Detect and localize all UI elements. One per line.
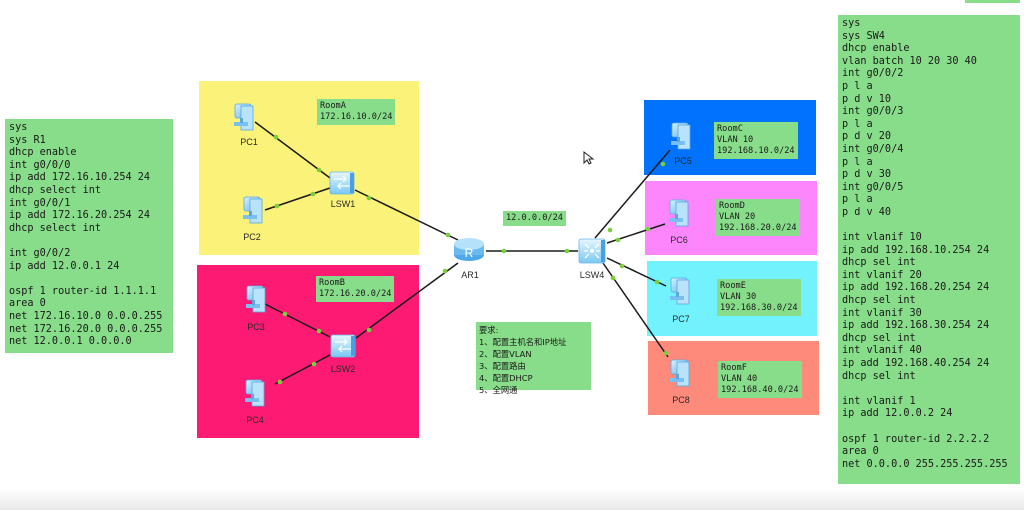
- link-lsw2-ar1: [355, 262, 459, 339]
- config-line: dhcp sel int: [842, 332, 916, 344]
- pc7-label: PC7: [672, 314, 690, 324]
- config-line: int vlanif 1: [842, 395, 916, 407]
- config-line: ip add 172.16.10.254 24: [9, 172, 151, 184]
- config-line: ospf 1 router-id 2.2.2.2: [842, 433, 990, 445]
- config-line: int g0/0/4: [842, 143, 904, 155]
- config-line: p l a: [842, 156, 873, 168]
- pc1-icon: [233, 103, 254, 131]
- config-line: int vlanif 40: [842, 345, 922, 357]
- config-line: area 0: [842, 446, 879, 458]
- config-line: p l a: [842, 80, 873, 92]
- config-line: ip add 192.168.10.254 24: [842, 244, 990, 256]
- config-line: int g0/0/2: [9, 247, 71, 259]
- pc3-icon: [245, 285, 266, 313]
- svg-text:R: R: [465, 246, 474, 260]
- link-lsw1-ar1: [354, 189, 459, 241]
- pc4-label: PC4: [246, 415, 264, 425]
- config-line: int g0/0/0: [9, 159, 71, 171]
- config-line: int g0/0/2: [842, 68, 904, 80]
- config-line: p d v 40: [842, 206, 892, 218]
- config-line: p d v 10: [842, 93, 892, 105]
- pc6-label: PC6: [670, 235, 688, 245]
- lsw4-label: LSW4: [579, 270, 605, 280]
- config-line: ip add 192.168.30.254 24: [842, 320, 990, 332]
- config-line: sys R1: [9, 134, 46, 146]
- top-edge-panel: [965, 0, 1020, 3]
- config-line: int g0/0/1: [9, 197, 71, 209]
- link-subnet-label: 12.0.0.0/24: [503, 211, 566, 226]
- pc7-icon: [669, 277, 690, 305]
- config-line: sys: [842, 18, 861, 29]
- lsw1-switch-icon: [329, 171, 355, 195]
- config-line: sys: [9, 122, 28, 133]
- config-line: p d v 20: [842, 131, 892, 143]
- room-b-label: RoomB 172.16.20.0/24: [316, 276, 395, 302]
- config-line: int g0/0/3: [842, 106, 904, 118]
- lsw1-label: LSW1: [330, 199, 356, 209]
- config-line: net 172.16.10.0 0.0.0.255: [9, 310, 163, 322]
- config-line: int vlanif 10: [842, 232, 922, 244]
- room-a-label: RoomA 172.16.10.0/24: [317, 99, 396, 125]
- config-line: net 0.0.0.0 255.255.255.255: [842, 458, 1008, 470]
- config-line: dhcp select int: [9, 184, 102, 196]
- ar1-label: AR1: [461, 270, 479, 280]
- pc5-icon: [670, 122, 691, 150]
- mouse-cursor-icon: [583, 150, 595, 165]
- config-line: dhcp enable: [842, 43, 910, 55]
- ar1-router-icon: R: [454, 238, 484, 261]
- port-indicators: [273, 134, 669, 385]
- config-line: dhcp enable: [9, 147, 77, 159]
- pc3-label: PC3: [247, 322, 265, 332]
- config-line: dhcp sel int: [842, 295, 916, 307]
- config-line: ip add 172.16.20.254 24: [9, 210, 151, 222]
- pc8-icon: [669, 359, 690, 387]
- link-pc2-lsw1: [264, 187, 331, 211]
- room-d-label: RoomD VLAN 20 192.168.20.0/24: [716, 199, 800, 236]
- pc8-label: PC8: [672, 395, 690, 405]
- room-c-label: RoomC VLAN 10 192.168.10.0/24: [714, 122, 798, 159]
- lsw4-l3switch-icon: [578, 238, 606, 264]
- config-line: p l a: [842, 118, 873, 130]
- config-line: dhcp sel int: [842, 257, 916, 269]
- config-line: vlan batch 10 20 30 40: [842, 55, 977, 67]
- lsw2-label: LSW2: [330, 364, 356, 374]
- config-line: ip add 12.0.0.2 24: [842, 408, 953, 420]
- config-line: int g0/0/5: [842, 181, 904, 193]
- config-line: ip add 192.168.40.254 24: [842, 358, 990, 370]
- config-line: p d v 30: [842, 169, 892, 181]
- requirements-note: 要求: 1、配置主机名和IP地址 2、配置VLAN 3、配置路由 4、配置DHC…: [476, 322, 591, 395]
- config-line: dhcp sel int: [842, 370, 916, 382]
- config-line: p l a: [842, 194, 873, 206]
- pc4-icon: [244, 379, 265, 407]
- footer-bar: [0, 488, 1024, 510]
- pc6-icon: [668, 199, 689, 227]
- lsw2-switch-icon: [330, 334, 356, 358]
- config-line: area 0: [9, 298, 46, 310]
- config-line: ip add 192.168.20.254 24: [842, 282, 990, 294]
- link-pc4-lsw2: [274, 354, 331, 385]
- config-line: ospf 1 router-id 1.1.1.1: [9, 285, 157, 297]
- pc1-label: PC1: [240, 137, 258, 147]
- config-line: net 172.16.20.0 0.0.0.255: [9, 323, 163, 335]
- link-lsw4-pc6: [606, 223, 666, 244]
- link-lsw4-pc5: [594, 149, 671, 239]
- config-line: net 12.0.0.1 0.0.0.0: [9, 336, 132, 348]
- room-e-label: RoomE VLAN 30 192.168.30.0/24: [717, 279, 801, 316]
- config-line: dhcp select int: [9, 222, 102, 234]
- room-f-label: RoomF VLAN 40 192.168.40.0/24: [718, 361, 802, 398]
- config-line: ip add 12.0.0.1 24: [9, 260, 120, 272]
- pc2-icon: [242, 196, 263, 224]
- config-line: int vlanif 30: [842, 307, 922, 319]
- config-line: int vlanif 20: [842, 269, 922, 281]
- pc5-label: PC5: [674, 156, 692, 166]
- config-line: sys SW4: [842, 30, 885, 42]
- pc2-label: PC2: [243, 232, 261, 242]
